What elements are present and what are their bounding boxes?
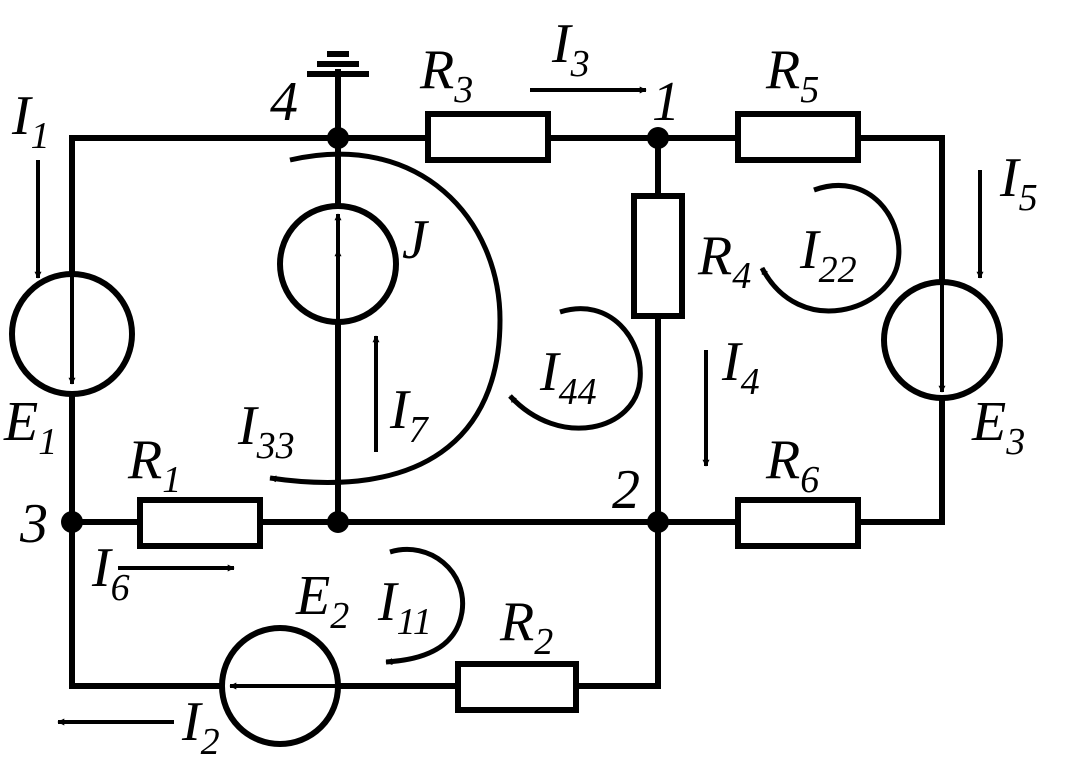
resistor-r2: [455, 661, 579, 713]
node-dot-3: [61, 511, 83, 533]
label-j: J: [402, 209, 430, 271]
label-r6: R6: [765, 429, 819, 501]
label-i11: I11: [377, 571, 432, 643]
label-i22: I22: [799, 219, 857, 291]
source-e3: [881, 279, 1003, 401]
loop-arrow-i44: [508, 306, 643, 431]
label-e2: E2: [295, 565, 349, 637]
label-r3: R3: [419, 39, 473, 111]
current-source-j: [277, 203, 399, 340]
source-e2: [219, 625, 341, 747]
label-r2: R2: [499, 591, 553, 663]
node-label-2: 2: [612, 459, 640, 521]
label-r5: R5: [765, 39, 819, 111]
resistor-r5: [735, 111, 861, 163]
label-i2: I2: [181, 691, 220, 763]
label-i7: I7: [389, 379, 430, 451]
node-label-1: 1: [652, 71, 680, 133]
label-r4: R4: [697, 225, 751, 297]
node-label-3: 3: [19, 493, 48, 555]
label-i1: I1: [11, 85, 50, 157]
resistor-r1: [137, 497, 263, 549]
resistor-r3: [425, 111, 551, 163]
label-i33: I33: [237, 395, 295, 467]
label-i3: I3: [551, 13, 590, 85]
ground-symbol: [307, 51, 369, 77]
label-i6: I6: [91, 537, 130, 609]
node-dot-2: [647, 511, 669, 533]
label-i5: I5: [999, 147, 1038, 219]
node-label-4: 4: [270, 71, 298, 133]
node-dot-mid: [327, 511, 349, 533]
label-e1: E1: [3, 391, 57, 463]
resistor-r6: [735, 497, 861, 549]
loop-arrow-i11: [385, 547, 466, 666]
node-dot-1: [647, 127, 669, 149]
node-dot-4: [327, 127, 349, 149]
label-i4: I4: [721, 331, 760, 403]
label-e3: E3: [971, 391, 1025, 463]
label-i44: I44: [539, 341, 597, 413]
resistor-r4: [631, 193, 685, 319]
source-e1: [9, 271, 135, 397]
label-r1: R1: [127, 429, 181, 501]
loop-arrow-i22: [759, 182, 902, 314]
loop-arrow-i33: [269, 151, 503, 485]
